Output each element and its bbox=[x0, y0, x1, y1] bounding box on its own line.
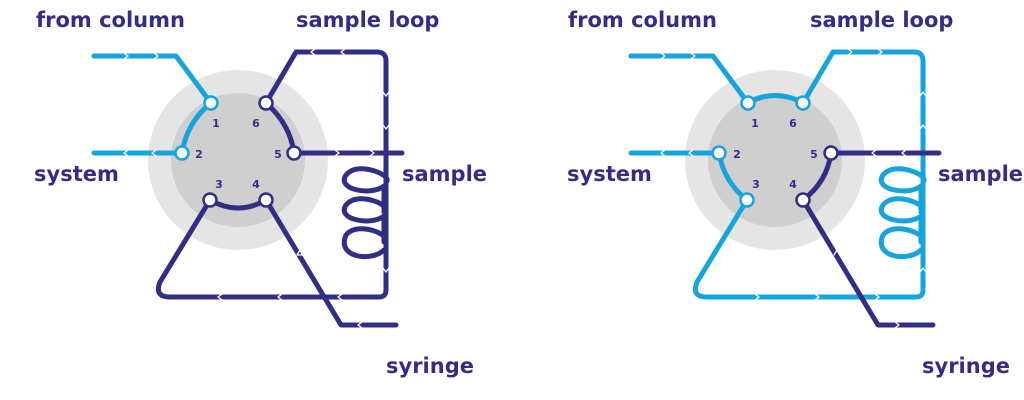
port-6 bbox=[258, 95, 274, 111]
port-2 bbox=[174, 145, 190, 161]
port-number-6: 6 bbox=[252, 117, 260, 130]
sample-loop-tubing bbox=[692, 49, 926, 300]
port-number-1: 1 bbox=[751, 117, 759, 130]
port-number-3: 3 bbox=[215, 178, 223, 191]
flow-arrows bbox=[123, 48, 390, 329]
label-from-column: from column bbox=[568, 8, 717, 32]
port-number-3: 3 bbox=[752, 178, 760, 191]
port-5 bbox=[823, 145, 839, 161]
port-1 bbox=[740, 95, 756, 111]
from-column-tubing bbox=[628, 53, 751, 106]
label-from-column: from column bbox=[36, 8, 185, 32]
valve-panel-left: 1 2 3 4 5 6 from column sample loop syst… bbox=[34, 8, 487, 378]
port-1 bbox=[203, 95, 219, 111]
label-syringe: syringe bbox=[922, 354, 1010, 378]
loop-coil bbox=[341, 166, 390, 260]
port-3 bbox=[202, 192, 218, 208]
label-system: system bbox=[567, 162, 652, 186]
port-number-1: 1 bbox=[212, 117, 220, 130]
syringe-tubing bbox=[800, 197, 936, 328]
flow-arrows bbox=[660, 48, 927, 329]
label-sample-loop: sample loop bbox=[296, 8, 439, 32]
sample-loop-tubing bbox=[155, 49, 389, 300]
port-number-4: 4 bbox=[789, 178, 797, 191]
port-number-5: 5 bbox=[274, 148, 282, 161]
label-sample: sample bbox=[938, 162, 1023, 186]
port-6 bbox=[795, 95, 811, 111]
label-syringe: syringe bbox=[386, 354, 474, 378]
port-4 bbox=[258, 192, 274, 208]
loop-coil bbox=[878, 166, 927, 260]
port-number-2: 2 bbox=[195, 148, 203, 161]
port-4 bbox=[795, 192, 811, 208]
port-number-6: 6 bbox=[789, 117, 797, 130]
port-2 bbox=[711, 145, 727, 161]
from-column-tubing bbox=[91, 53, 214, 106]
valve-panel-right: 1 2 3 4 5 6 from column sample loop syst… bbox=[567, 8, 1023, 378]
port-3 bbox=[739, 192, 755, 208]
label-sample: sample bbox=[402, 162, 487, 186]
port-number-5: 5 bbox=[810, 148, 818, 161]
port-number-2: 2 bbox=[733, 148, 741, 161]
syringe-tubing bbox=[263, 197, 399, 328]
valve-rotor-inner bbox=[708, 93, 842, 227]
port-5 bbox=[286, 145, 302, 161]
label-sample-loop: sample loop bbox=[810, 8, 953, 32]
label-system: system bbox=[34, 162, 119, 186]
valve-rotor-inner bbox=[171, 93, 305, 227]
port-number-4: 4 bbox=[252, 178, 260, 191]
